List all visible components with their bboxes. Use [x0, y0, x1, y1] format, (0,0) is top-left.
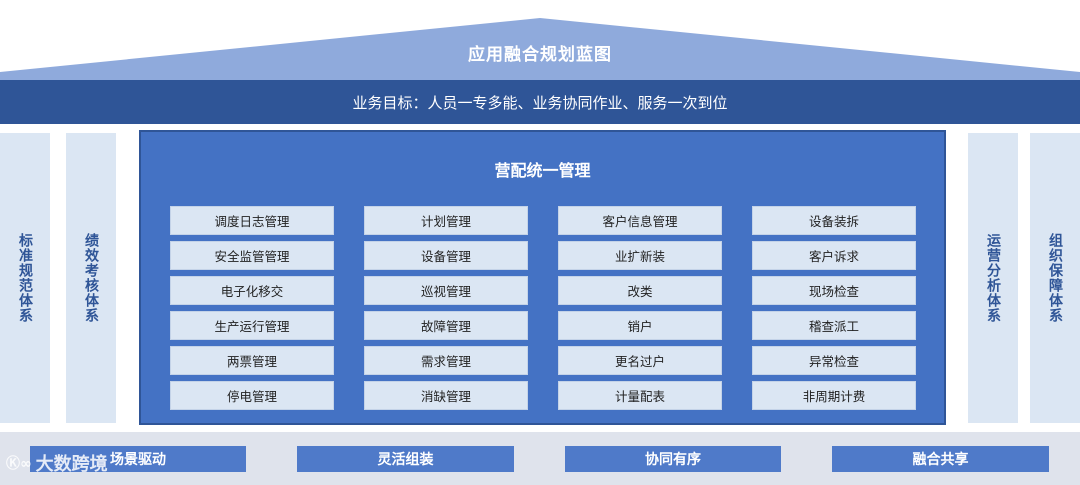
module-cell: 两票管理: [170, 346, 334, 375]
module-cell: 故障管理: [364, 311, 528, 340]
watermark-logo-icon: Ⓚ∞: [6, 456, 32, 472]
core-management-panel: 营配统一管理 调度日志管理 安全监管管理 电子化移交 生产运行管理 两票管理 停…: [139, 130, 946, 425]
module-cell: 消缺管理: [364, 381, 528, 410]
module-cell: 业扩新装: [558, 241, 722, 270]
module-cell: 销户: [558, 311, 722, 340]
pillar-standards: 标准规范体系: [0, 133, 50, 423]
foundation-item-flexible: 灵活组装: [297, 446, 514, 472]
module-cell: 设备管理: [364, 241, 528, 270]
roof-shape: [0, 18, 1080, 80]
module-cell: 生产运行管理: [170, 311, 334, 340]
module-cell: 客户信息管理: [558, 206, 722, 235]
module-cell: 需求管理: [364, 346, 528, 375]
pillar-operations: 运营分析体系: [968, 133, 1018, 423]
business-goal-bar: 业务目标：人员一专多能、业务协同作业、服务一次到位: [0, 80, 1080, 124]
pillar-label: 绩效考核体系: [83, 233, 99, 323]
module-cell: 设备装拆: [752, 206, 916, 235]
module-cell: 停电管理: [170, 381, 334, 410]
foundation-item-shared: 融合共享: [832, 446, 1049, 472]
module-cell: 计划管理: [364, 206, 528, 235]
business-goal-text: 业务目标：人员一专多能、业务协同作业、服务一次到位: [352, 93, 728, 112]
pillar-organization: 组织保障体系: [1030, 133, 1080, 423]
module-grid: 调度日志管理 安全监管管理 电子化移交 生产运行管理 两票管理 停电管理 计划管…: [170, 206, 916, 410]
module-cell: 稽查派工: [752, 311, 916, 340]
pillar-performance: 绩效考核体系: [66, 133, 116, 423]
pillar-label: 标准规范体系: [17, 233, 33, 323]
module-cell: 安全监管管理: [170, 241, 334, 270]
watermark: Ⓚ∞ 大数跨境: [6, 450, 108, 476]
module-cell: 客户诉求: [752, 241, 916, 270]
pillar-label: 组织保障体系: [1047, 233, 1063, 323]
module-cell: 巡视管理: [364, 276, 528, 305]
module-cell: 异常检查: [752, 346, 916, 375]
module-cell: 计量配表: [558, 381, 722, 410]
watermark-text: 大数跨境: [35, 454, 108, 475]
core-title: 营配统一管理: [494, 161, 591, 180]
module-cell: 非周期计费: [752, 381, 916, 410]
module-cell: 电子化移交: [170, 276, 334, 305]
module-cell: 更名过户: [558, 346, 722, 375]
blueprint-title: 应用融合规划蓝图: [468, 45, 612, 65]
foundation-item-coordinated: 协同有序: [565, 446, 781, 472]
module-cell: 调度日志管理: [170, 206, 334, 235]
module-cell: 现场检查: [752, 276, 916, 305]
module-cell: 改类: [558, 276, 722, 305]
foundation-item-scenario: 场景驱动: [30, 446, 246, 472]
pillar-label: 运营分析体系: [985, 233, 1001, 323]
